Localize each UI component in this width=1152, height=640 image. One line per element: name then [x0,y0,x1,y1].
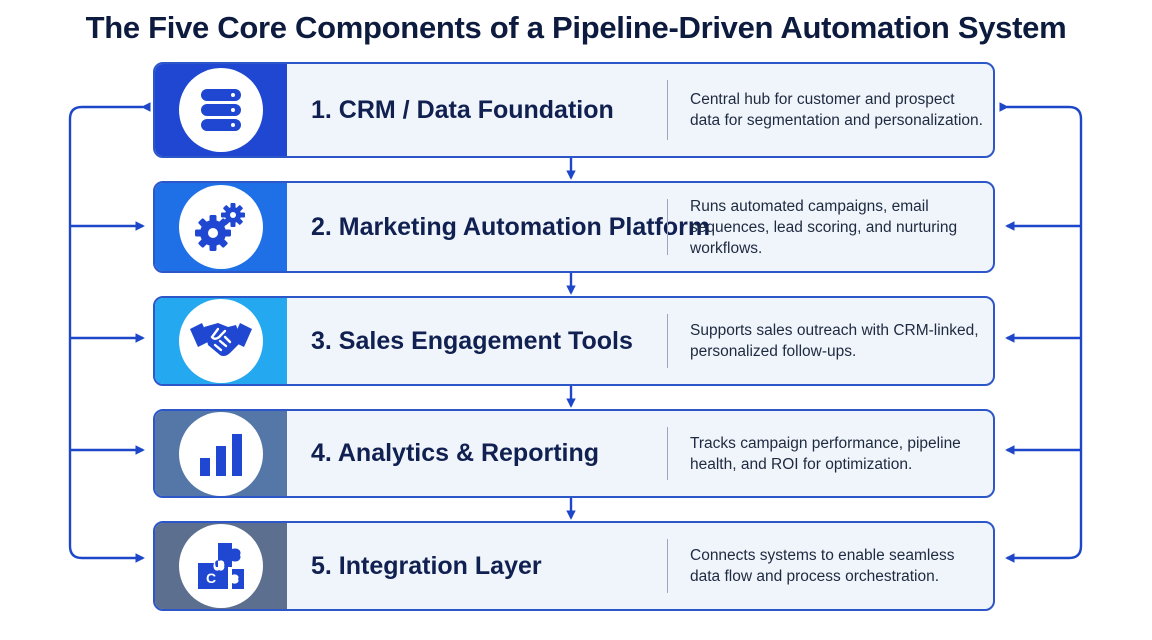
icon-circle: C [179,524,263,608]
icon-panel [155,64,287,156]
component-label: 2. Marketing Automation Platform [311,212,711,241]
gears-icon [195,203,245,251]
component-description: Connects systems to enable seamless data… [690,547,955,585]
divider [667,199,668,255]
icon-panel [155,411,287,496]
handshake-icon [190,323,252,357]
icon-panel [155,183,287,271]
component-card-3: 3. Sales Engagement Tools Supports sales… [153,296,995,386]
component-card-5: C 5. Integration Layer Connects systems … [153,521,995,611]
puzzle-icon: C [198,543,244,589]
icon-panel [155,298,287,384]
component-label: 5. Integration Layer [311,551,542,580]
component-description: Runs automated campaigns, email sequence… [690,197,958,257]
component-card-1: 1. CRM / Data Foundation Central hub for… [153,62,995,158]
right-rail-line [999,102,1083,563]
icon-circle [179,299,263,383]
component-description: Supports sales outreach with CRM-linked,… [690,322,979,360]
svg-text:C: C [206,570,216,586]
component-label: 3. Sales Engagement Tools [311,326,633,355]
divider [667,539,668,593]
bar-chart-icon [200,433,242,476]
component-label: 4. Analytics & Reporting [311,439,600,467]
database-icon [201,89,241,131]
left-rail-line [68,102,151,563]
icon-circle [179,185,263,269]
component-card-2: 2. Marketing Automation Platform Runs au… [153,181,995,273]
component-description: Tracks campaign performance, pipeline he… [690,434,961,473]
divider [667,80,668,140]
divider [667,427,668,480]
component-label: 1. CRM / Data Foundation [311,95,614,124]
component-card-4: 4. Analytics & Reporting Tracks campaign… [153,409,995,498]
icon-circle [179,411,263,496]
icon-circle [179,68,263,152]
icon-panel: C [155,523,287,609]
component-description: Central hub for customer and prospect da… [690,91,983,129]
page-title: The Five Core Components of a Pipeline-D… [85,10,1067,45]
divider [667,314,668,368]
